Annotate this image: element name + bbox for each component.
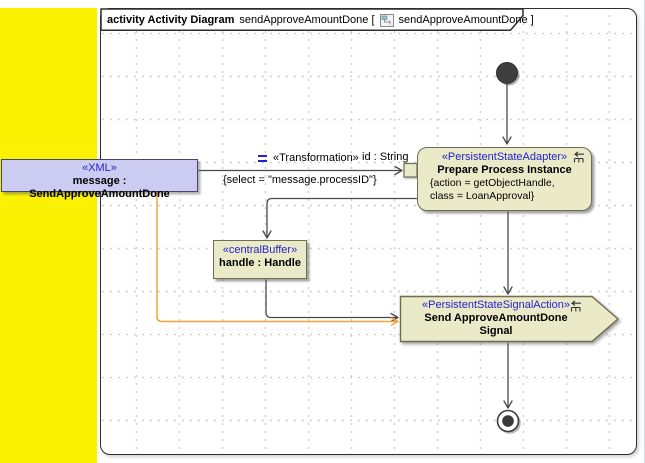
activity-diagram-icon bbox=[379, 13, 394, 27]
buffer-stereotype: «centralBuffer» bbox=[222, 244, 298, 256]
activity-diagram-frame[interactable] bbox=[100, 8, 637, 455]
signal-name-line2: Signal bbox=[479, 325, 513, 337]
diagram-ref-label: sendApproveAmountDone ] bbox=[398, 14, 534, 26]
diagram-title: activity Activity Diagram sendApproveAmo… bbox=[107, 12, 534, 28]
adapter-name: Prepare Process Instance bbox=[437, 164, 572, 176]
edge-xml-to-signal[interactable] bbox=[156, 191, 399, 326]
edge-prepare-to-signal[interactable] bbox=[503, 211, 513, 295]
diagram-kind-label: activity Activity Diagram bbox=[107, 14, 235, 26]
adapter-stereotype: «PersistentStateAdapter» bbox=[441, 151, 568, 163]
signal-name-line1: Send ApproveAmountDone bbox=[424, 312, 568, 324]
buffer-name: handle : Handle bbox=[219, 257, 301, 269]
send-signal-action-node[interactable]: «PersistentStateSignalAction» Send Appro… bbox=[401, 299, 591, 338]
edge-prepare-to-buffer[interactable] bbox=[262, 197, 419, 239]
xml-object-name: message : SendApproveAmountDone bbox=[29, 175, 170, 200]
activity-final-node[interactable] bbox=[496, 409, 521, 434]
edge-buffer-to-signal[interactable] bbox=[265, 279, 399, 323]
adapter-property-2: class = LoanApproval} bbox=[430, 190, 535, 202]
pin-label-id-string[interactable]: id : String bbox=[362, 151, 409, 163]
adapter-property-1: {action = getObjectHandle, bbox=[430, 177, 555, 189]
transformation-constraint-label[interactable]: {select = "message.processID"} bbox=[223, 174, 377, 186]
stereotype-fork-icon bbox=[570, 300, 581, 312]
frame-title-tab[interactable] bbox=[100, 8, 524, 31]
signal-stereotype: «PersistentStateSignalAction» bbox=[422, 299, 570, 311]
transformation-stereotype-label[interactable]: «Transformation» bbox=[273, 152, 359, 164]
prepare-process-instance-node[interactable]: «PersistentStateAdapter» Prepare Process… bbox=[417, 147, 592, 211]
off-canvas-area bbox=[0, 8, 97, 463]
stereotype-fork-icon bbox=[573, 151, 584, 163]
xml-stereotype: «XML» bbox=[82, 162, 117, 174]
edge-signal-to-final[interactable] bbox=[503, 342, 513, 409]
edge-transformation-flow[interactable] bbox=[198, 165, 403, 176]
transformation-equals-icon bbox=[258, 155, 268, 164]
send-signal-action-shape[interactable] bbox=[399, 295, 620, 343]
diagram-name-label: sendApproveAmountDone [ bbox=[239, 14, 375, 26]
initial-node[interactable] bbox=[496, 62, 520, 86]
input-pin-id[interactable] bbox=[403, 162, 418, 178]
edge-initial-to-prepare[interactable] bbox=[502, 83, 512, 145]
central-buffer-node[interactable]: «centralBuffer» handle : Handle bbox=[213, 240, 307, 279]
xml-object-node[interactable]: «XML» message : SendApproveAmountDone bbox=[1, 159, 198, 200]
